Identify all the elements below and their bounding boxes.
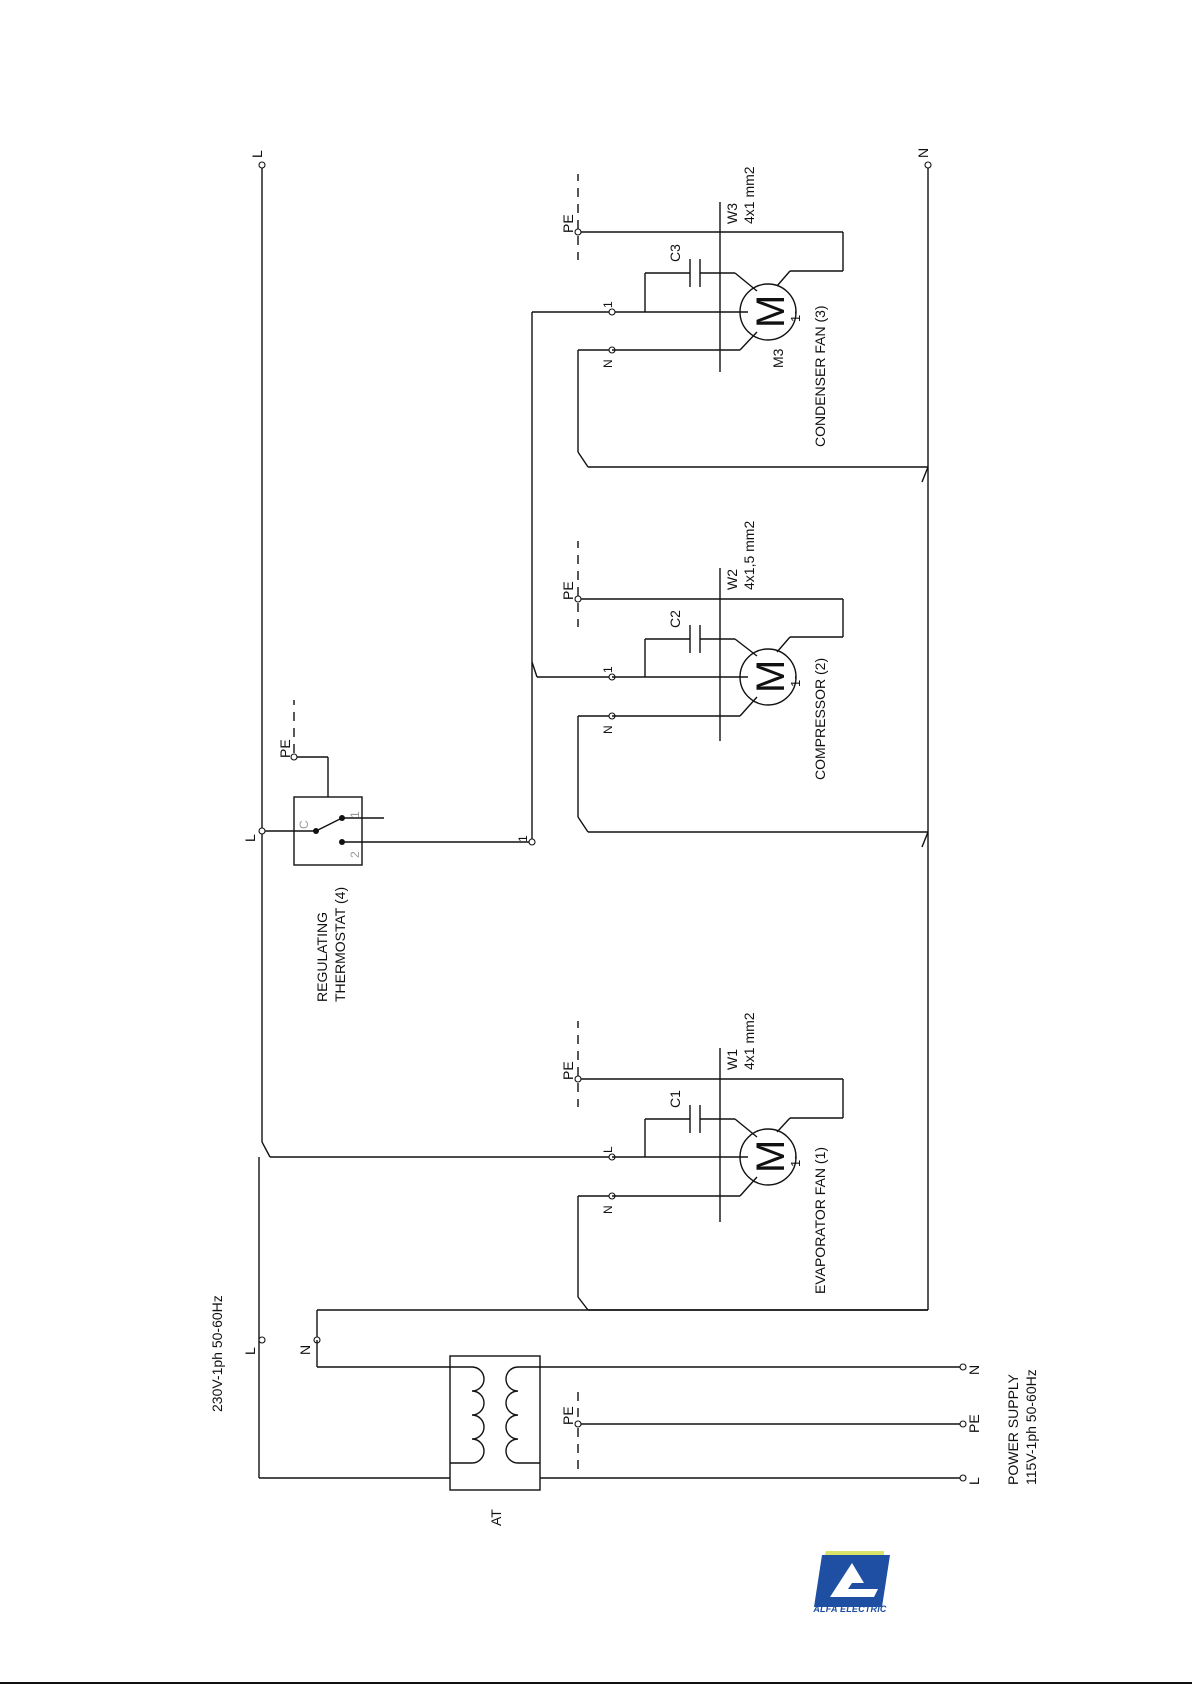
condenser-motor-letter: M: [749, 295, 793, 328]
evaporator-motor-phase: 1~: [788, 1152, 803, 1167]
evaporator-pe: PE: [560, 1061, 576, 1080]
supply-PE-label: PE: [966, 1414, 982, 1433]
transformer: [450, 1356, 966, 1490]
thermostat-terminal-c: C: [297, 820, 311, 829]
supply-L-label: L: [966, 1477, 982, 1485]
transformer-label: AT: [488, 1509, 504, 1526]
compressor-line: 1: [601, 666, 615, 673]
compressor-cable: W2: [724, 569, 740, 590]
compressor-capacitor: C2: [667, 610, 683, 628]
evaporator-capacitor: C1: [667, 1090, 683, 1108]
left-L-label: L: [242, 1347, 258, 1355]
thermostat-pe-label: PE: [277, 739, 293, 758]
evaporator-neutral: N: [601, 1205, 615, 1214]
compressor-motor-phase: 1~: [788, 672, 803, 687]
evaporator-motor-letter: M: [749, 1140, 793, 1173]
supply-pe-inner-label: PE: [560, 1406, 576, 1425]
evaporator-cable-spec: 4x1 mm2: [741, 1012, 757, 1070]
supply-N-label: N: [966, 1365, 982, 1375]
condenser-capacitor: C3: [667, 244, 683, 262]
thermostat-L-label: L: [242, 834, 258, 842]
top-L-label: L: [249, 150, 265, 158]
condenser-motor-phase: 1~: [788, 307, 803, 322]
top-L-terminal: [259, 162, 265, 168]
left-supply-voltage: 230V-1ph 50-60Hz: [209, 1295, 225, 1412]
condenser-fan-name: CONDENSER FAN (3): [812, 305, 828, 447]
left-N-label: N: [297, 1345, 313, 1355]
bus-1-label: 1: [516, 835, 530, 842]
compressor-neutral: N: [601, 725, 615, 734]
left-L-terminal: [259, 1337, 265, 1343]
brand-name: ALFA ELECTRIC: [800, 1604, 900, 1614]
condenser-pe: PE: [560, 214, 576, 233]
thermostat-terminal-1: 1: [348, 811, 362, 818]
evaporator-fan-name: EVAPORATOR FAN (1): [812, 1147, 828, 1294]
neutral-return: [314, 467, 928, 1367]
condenser-tag: M3: [770, 348, 786, 368]
power-supply-spec: 115V-1ph 50-60Hz: [1023, 1369, 1039, 1485]
condenser-cable: W3: [724, 203, 740, 224]
page-bottom-rule: [0, 1682, 1192, 1684]
top-N-terminal: [925, 162, 931, 168]
thermostat-name-line2: THERMOSTAT (4): [332, 887, 348, 1002]
evaporator-line: L: [601, 1146, 615, 1153]
compressor-motor-letter: M: [749, 660, 793, 693]
evaporator-fan-motor: [270, 1021, 928, 1310]
condenser-line: 1: [601, 301, 615, 308]
thermostat-terminal-2: 2: [348, 851, 362, 858]
top-N-label: N: [915, 148, 931, 158]
evaporator-cable: W1: [724, 1049, 740, 1070]
compressor-name: COMPRESSOR (2): [812, 658, 828, 780]
condenser-neutral: N: [601, 359, 615, 368]
condenser-cable-spec: 4x1 mm2: [741, 166, 757, 224]
power-supply-title: POWER SUPPLY: [1005, 1373, 1021, 1485]
compressor-cable-spec: 4x1,5 mm2: [741, 521, 757, 590]
regulating-thermostat: PE C 1 2 REGULATING THERMOSTAT (4): [259, 700, 535, 1002]
compressor-pe: PE: [560, 581, 576, 600]
thermostat-name-line1: REGULATING: [314, 912, 330, 1002]
